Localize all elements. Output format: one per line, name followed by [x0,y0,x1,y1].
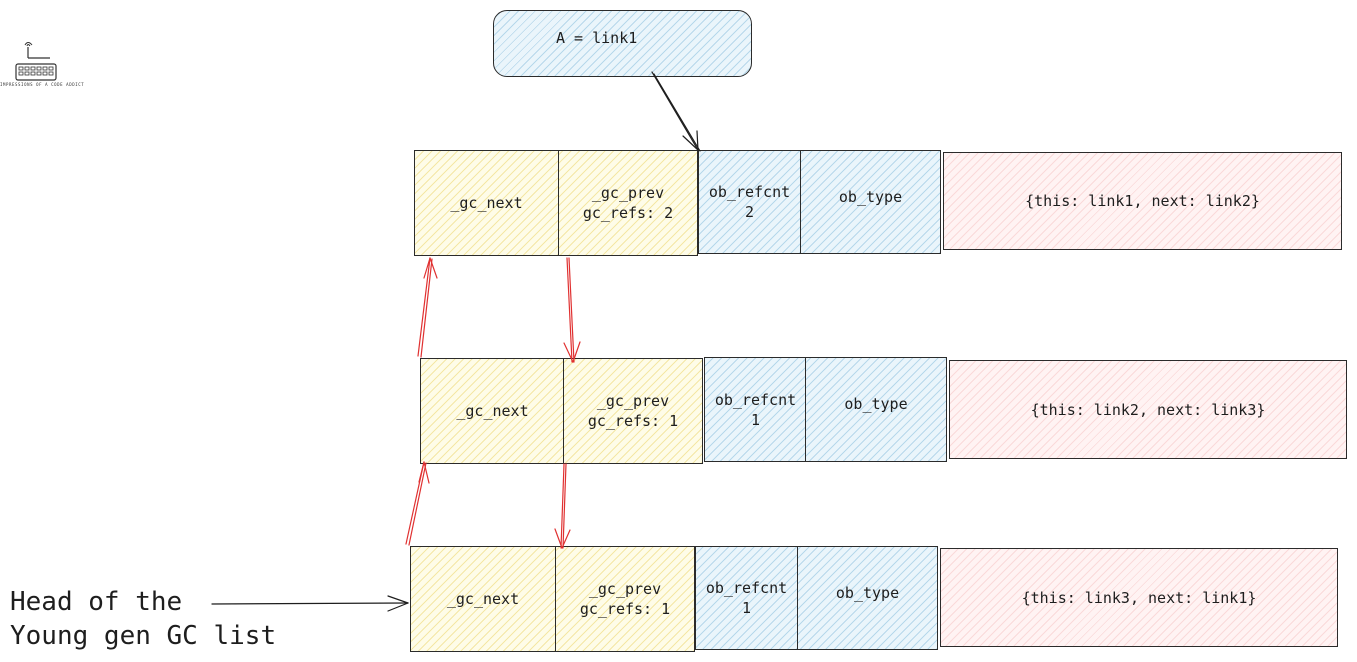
assignment-label: A = link1 [493,10,752,77]
node2-ob-type: ob_type [805,357,947,462]
node1-ob-type: ob_type [800,150,941,254]
keyboard-antenna-icon [15,42,57,81]
gc-prev-arrow-1-to-2 [563,257,581,363]
reference-arrow [651,71,701,152]
node1-body: {this: link1, next: link2} [943,152,1342,250]
gc-next-arrow-2-to-1 [417,257,438,358]
node1-ob-refcnt: ob_refcnt 2 [698,150,801,254]
head-label: Head of the Young gen GC list [10,587,277,651]
node3-gc-next: _gc_next [410,546,556,652]
gc-prev-arrow-2-to-3 [554,463,571,549]
node1-gc-prev: _gc_prev gc_refs: 2 [558,150,698,256]
gc-next-arrow-3-to-2 [405,461,430,546]
node3-body: {this: link3, next: link1} [940,548,1338,647]
node3-ob-type: ob_type [797,546,938,650]
node2-gc-prev: _gc_prev gc_refs: 1 [563,358,703,464]
logo-text: IMPRESSIONS OF A CODE ADDICT [0,82,85,87]
head-arrow [211,595,409,612]
node2-gc-next: _gc_next [420,358,565,464]
node2-ob-refcnt: ob_refcnt 1 [704,357,807,462]
node1-gc-next: _gc_next [414,150,559,256]
node3-ob-refcnt: ob_refcnt 1 [695,546,798,650]
node2-body: {this: link2, next: link3} [949,360,1347,459]
node3-gc-prev: _gc_prev gc_refs: 1 [555,546,695,652]
